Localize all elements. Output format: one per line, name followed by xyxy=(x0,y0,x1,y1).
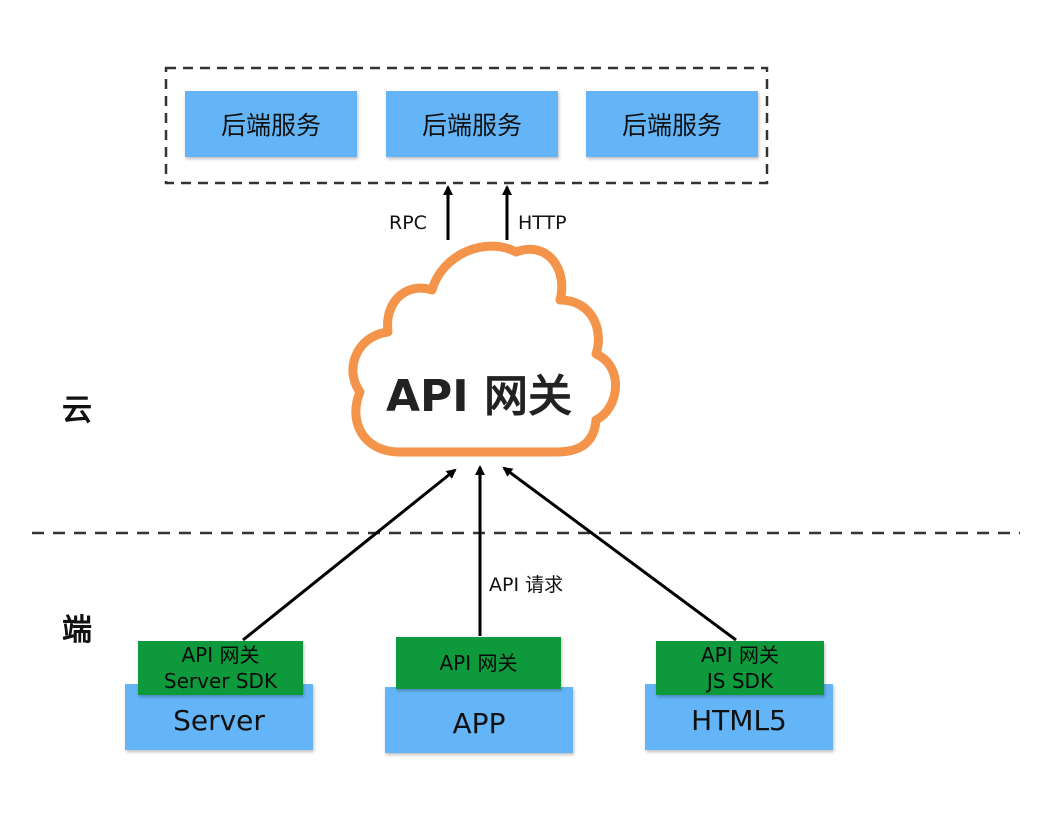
backend-service-box: 后端服务 xyxy=(185,91,357,157)
sdk-line: JS SDK xyxy=(706,669,774,693)
rpc-label: RPC xyxy=(389,212,427,234)
client-box-server: Server xyxy=(125,684,313,750)
backend-service-box: 后端服务 xyxy=(386,91,558,157)
sdk-line: API 网关 xyxy=(701,643,779,667)
sdk-box-html5: API 网关 JS SDK xyxy=(656,641,824,695)
client-box-app: APP xyxy=(385,687,573,753)
layer-label-cloud: 云 xyxy=(62,393,92,428)
sdk-line: Server SDK xyxy=(163,669,278,693)
sdk-line: API 网关 xyxy=(181,643,260,667)
api-request-label: API 请求 xyxy=(489,574,564,596)
gateway-cloud xyxy=(348,241,620,457)
server-request-arrow xyxy=(242,468,457,642)
sdk-line: API 网关 xyxy=(439,651,518,675)
sdk-box-server: API 网关 Server SDK xyxy=(138,641,303,695)
gateway-label: API 网关 xyxy=(386,371,572,422)
backend-service-box: 后端服务 xyxy=(586,91,758,157)
layer-label-client: 端 xyxy=(62,613,92,648)
sdk-box-app: API 网关 xyxy=(396,637,561,689)
html5-request-arrow xyxy=(502,466,737,642)
client-box-html5: HTML5 xyxy=(645,684,833,750)
http-label: HTTP xyxy=(518,212,567,234)
